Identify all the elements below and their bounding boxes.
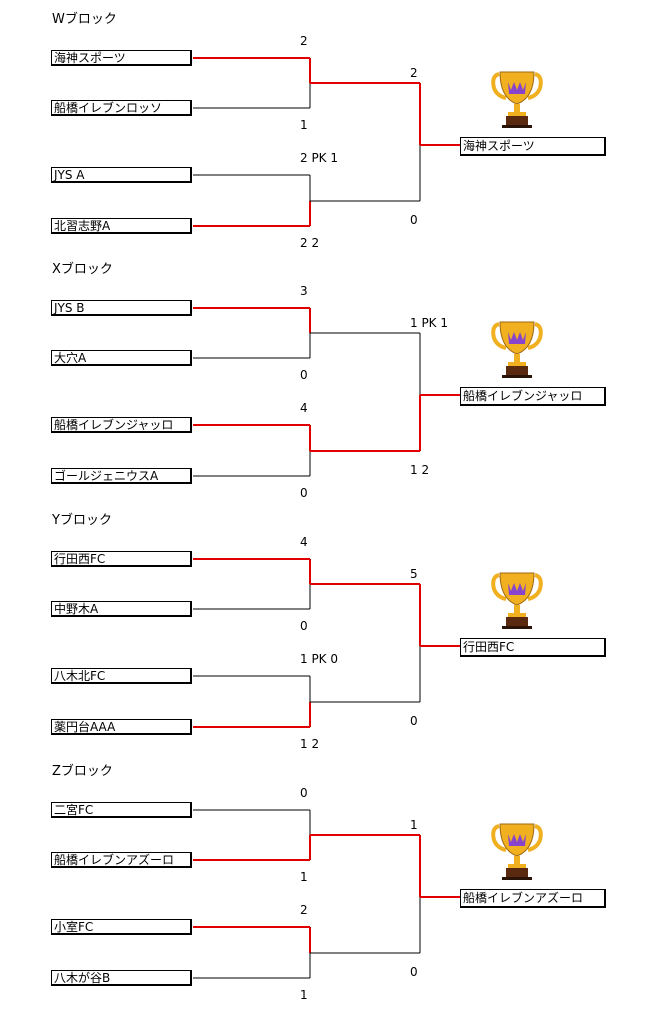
bracket-lines	[193, 558, 460, 728]
team-box: 八木が谷B	[51, 970, 192, 986]
team-box: 中野木A	[51, 601, 192, 617]
team-box: JYS A	[51, 167, 192, 183]
score-label: 2 2	[300, 236, 320, 250]
score-label: 0	[300, 619, 308, 633]
team-box: ゴールジェニウスA	[51, 468, 192, 484]
trophy-icon	[491, 823, 543, 880]
champion-box: 船橋イレブンアズーロ	[460, 889, 606, 908]
team-box: 船橋イレブンジャッロ	[51, 417, 192, 433]
champion-box: 船橋イレブンジャッロ	[460, 387, 606, 406]
bracket-lines	[193, 809, 460, 979]
score-label: 3	[300, 284, 308, 298]
score-label: 1 2	[300, 737, 320, 751]
trophy-icon	[491, 321, 543, 378]
score-label: 0	[410, 213, 418, 227]
team-box: 八木北FC	[51, 668, 192, 684]
score-label: 1	[300, 870, 308, 884]
team-box: JYS B	[51, 300, 192, 316]
team-box: 船橋イレブンアズーロ	[51, 852, 192, 868]
block-title: Zブロック	[52, 764, 113, 779]
score-label: 2	[300, 34, 308, 48]
block-title: Yブロック	[52, 513, 112, 528]
score-label: 1	[410, 818, 418, 832]
score-label: 4	[300, 535, 308, 549]
score-label: 0	[410, 965, 418, 979]
team-box: 大穴A	[51, 350, 192, 366]
bracket-block: Yブロック行田西FC 中野木A 八木北FC 薬円台AAA 4 0 1 PK 0 1 2 5 0 行田…	[0, 501, 672, 752]
trophy	[490, 569, 544, 635]
block-title: Xブロック	[52, 262, 113, 277]
score-label: 5	[410, 567, 418, 581]
score-label: 2 PK 1	[300, 151, 339, 165]
champion-box: 行田西FC	[460, 638, 606, 657]
team-box: 行田西FC	[51, 551, 192, 567]
score-label: 1 2	[410, 463, 430, 477]
team-box: 薬円台AAA	[51, 719, 192, 735]
score-label: 0	[300, 786, 308, 800]
champion-box: 海神スポーツ	[460, 137, 606, 156]
trophy-icon	[491, 572, 543, 629]
score-label: 1	[300, 988, 308, 1002]
trophy	[490, 318, 544, 384]
trophy-icon	[491, 71, 543, 128]
score-label: 2	[300, 903, 308, 917]
block-title: Wブロック	[52, 12, 117, 27]
score-label: 0	[300, 486, 308, 500]
score-label: 1 PK 1	[410, 316, 449, 330]
score-label: 2	[410, 66, 418, 80]
bracket-lines	[193, 57, 460, 227]
score-label: 0	[410, 714, 418, 728]
team-box: 北習志野A	[51, 218, 192, 234]
score-label: 4	[300, 401, 308, 415]
trophy	[490, 68, 544, 134]
score-label: 1 PK 0	[300, 652, 339, 666]
team-box: 二宮FC	[51, 802, 192, 818]
team-box: 小室FC	[51, 919, 192, 935]
bracket-lines	[193, 307, 460, 477]
team-box: 海神スポーツ	[51, 50, 192, 66]
score-label: 1	[300, 118, 308, 132]
score-label: 0	[300, 368, 308, 382]
team-box: 船橋イレブンロッソ	[51, 100, 192, 116]
trophy	[490, 820, 544, 886]
